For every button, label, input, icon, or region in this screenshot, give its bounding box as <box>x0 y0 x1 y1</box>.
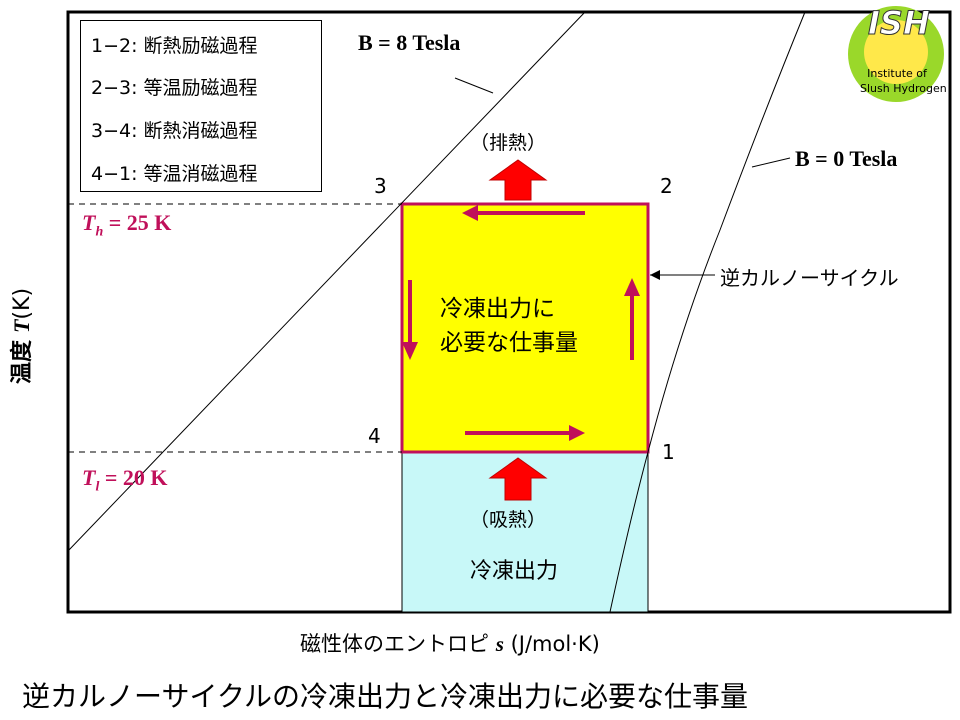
point-4: 4 <box>368 424 381 448</box>
absorb-label: （吸熱） <box>470 509 547 531</box>
point-3: 3 <box>374 174 387 198</box>
logo-abbr: ISH <box>868 4 931 43</box>
legend-item: 2−3: 等温励磁過程 <box>91 77 258 99</box>
legend-item: 3−4: 断熱消磁過程 <box>91 120 258 142</box>
process-legend: 1−2: 断熱励磁過程 2−3: 等温励磁過程 3−4: 断熱消磁過程 4−1:… <box>80 20 322 192</box>
b0-isofield-curve <box>609 11 806 613</box>
point-2: 2 <box>660 174 673 198</box>
x-axis-label: 磁性体のエントロピ s (J/mol·K) <box>300 632 600 656</box>
cycle-label: 逆カルノーサイクル <box>720 266 899 290</box>
absorb-arrow-icon <box>488 457 548 501</box>
b0-label: B = 0 Tesla <box>795 146 898 171</box>
b0-leader <box>751 157 791 168</box>
th-label: Th = 25 K <box>82 210 172 240</box>
y-axis-label: 温度 T(K) <box>9 287 35 385</box>
work-area <box>400 202 650 454</box>
legend-item: 1−2: 断熱励磁過程 <box>91 35 258 57</box>
exhaust-label: （排熱） <box>470 132 547 154</box>
b8-isofield-line <box>67 11 586 552</box>
work-label: 冷凍出力に必要な仕事量 <box>440 296 578 356</box>
output-label: 冷凍出力 <box>470 559 559 584</box>
exhaust-arrow-icon <box>488 159 548 201</box>
legend-item: 4−1: 等温消磁過程 <box>91 163 258 185</box>
b8-label: B = 8 Tesla <box>358 30 461 55</box>
logo-icon <box>848 6 944 102</box>
caption: 逆カルノーサイクルの冷凍出力と冷凍出力に必要な仕事量 <box>22 680 749 713</box>
b8-leader <box>454 77 494 94</box>
point-1: 1 <box>662 440 675 464</box>
tl-label: Tl = 20 K <box>82 465 168 495</box>
cycle-arrows <box>402 205 640 441</box>
